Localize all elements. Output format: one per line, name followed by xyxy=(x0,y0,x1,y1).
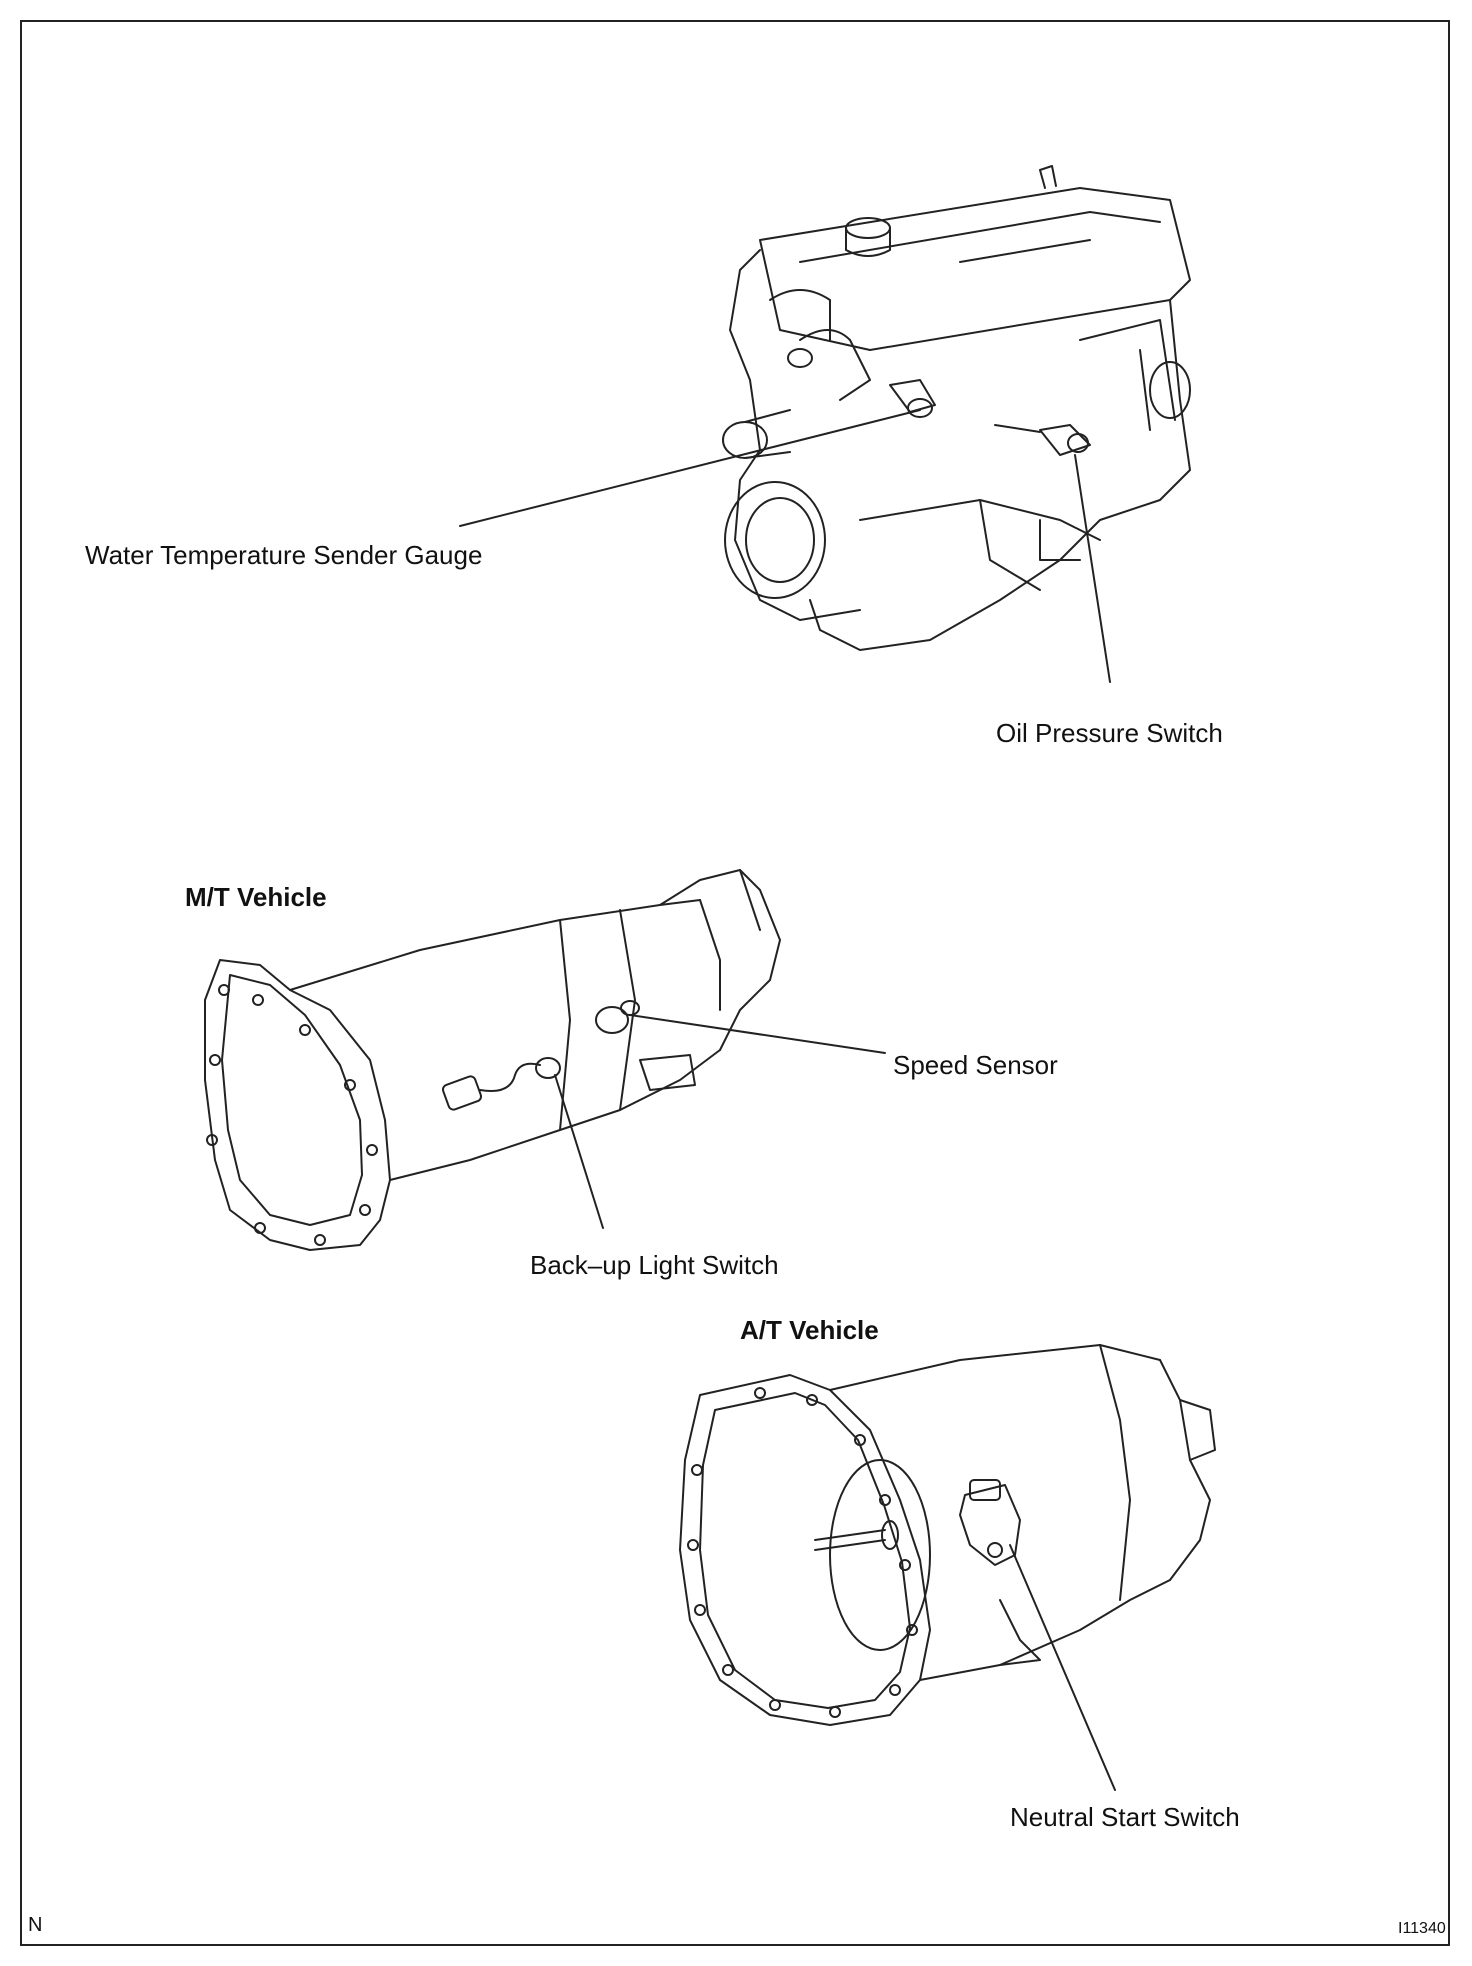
backup-light-switch-part xyxy=(441,1057,561,1111)
diagram-frame xyxy=(20,20,1450,1946)
oil-pressure-label: Oil Pressure Switch xyxy=(996,718,1223,748)
corner-letter: N xyxy=(28,1914,43,1936)
at-transmission-illustration xyxy=(679,1344,1216,1726)
oil-pressure-leader xyxy=(1074,454,1111,683)
water-temp-label: Water Temperature Sender Gauge xyxy=(85,540,483,570)
oil-pressure-switch-part xyxy=(1039,424,1091,456)
engine-illustration xyxy=(722,165,1191,651)
neutral-start-switch-part xyxy=(959,1479,1021,1566)
mt-vehicle-heading: M/T Vehicle xyxy=(185,882,327,912)
speed-sensor-leader xyxy=(629,1014,886,1054)
speed-sensor-label: Speed Sensor xyxy=(893,1050,1058,1080)
at-vehicle-heading: A/T Vehicle xyxy=(740,1315,879,1345)
water-temp-sender-part xyxy=(889,379,936,418)
mt-transmission-illustration xyxy=(204,869,781,1251)
backup-light-label: Back–up Light Switch xyxy=(530,1250,779,1280)
figure-code: I11340 xyxy=(1398,1920,1446,1937)
neutral-start-leader xyxy=(1009,1544,1116,1791)
water-temp-leader xyxy=(459,409,921,527)
backup-light-leader xyxy=(554,1074,604,1229)
neutral-start-label: Neutral Start Switch xyxy=(1010,1802,1240,1832)
